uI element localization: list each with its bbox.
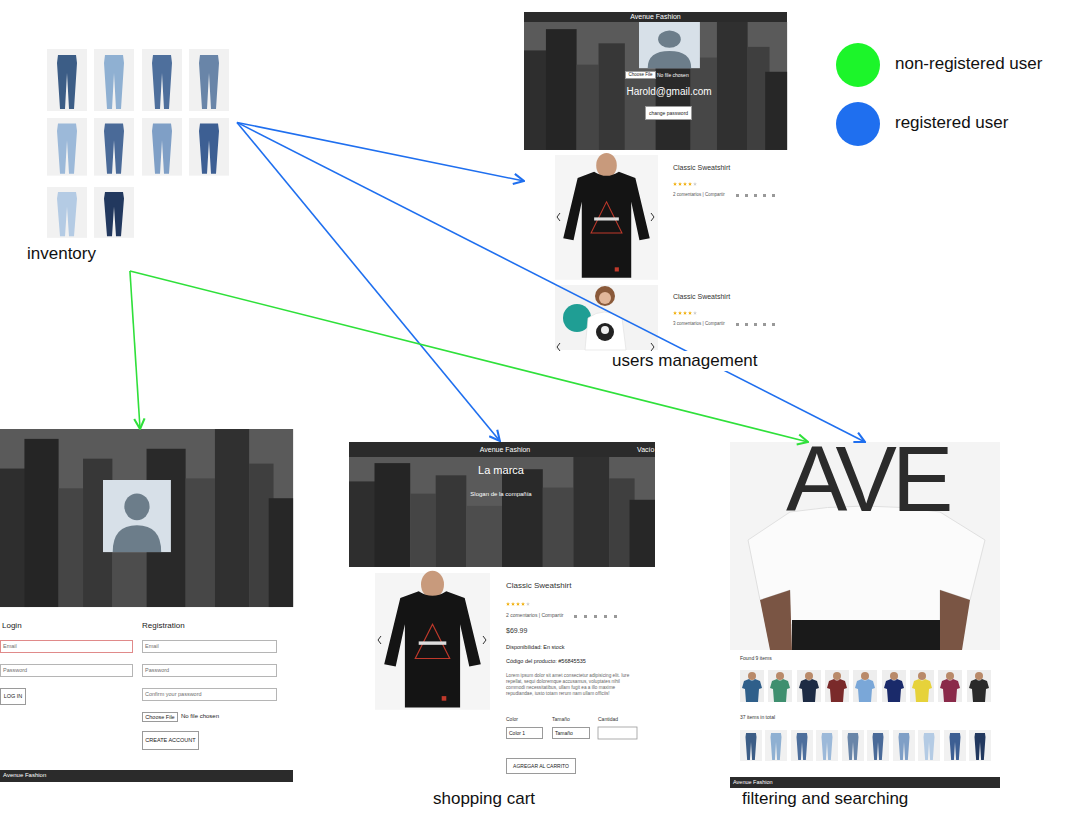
select-box: Tamaño — [552, 727, 590, 739]
node-text: Disponibilidad: En stock — [506, 644, 564, 651]
node-text: LOG IN — [4, 693, 23, 700]
node-text: Harold@gmail.com — [626, 86, 711, 98]
node-text: Found 9 items — [740, 655, 772, 661]
nav-bar: Avenue Fashion Vacío — [349, 442, 655, 457]
legend-swatch — [836, 102, 880, 146]
node-text: Slogan de la compañía — [470, 491, 531, 498]
input-box: Password — [142, 664, 277, 677]
flow-arrow — [237, 122, 524, 181]
node-text: CREATE ACCOUNT — [145, 737, 195, 744]
node-text: Avenue Fashion — [480, 446, 530, 454]
node-text: Login — [2, 621, 22, 631]
node-text: Cantidad — [598, 716, 618, 722]
node-text: Classic Sweatshirt — [673, 293, 730, 301]
screen-panel: Login Registration No file chosen EmailPass… — [0, 429, 293, 782]
node-text: 2 comentarios | Compartir — [673, 192, 725, 197]
node-text: No file chosen — [657, 72, 689, 78]
legend-swatch — [836, 43, 880, 87]
users-screen-art — [524, 22, 787, 351]
node-text: AVE — [786, 433, 948, 525]
flow-arrow — [237, 122, 865, 442]
node-text: Password — [145, 667, 169, 674]
screen-panel: inventory — [25, 37, 237, 271]
node-text: Avenue Fashion — [3, 772, 46, 779]
node-text: inventory — [27, 244, 96, 264]
node-text: Registration — [142, 621, 185, 631]
node-text: Email — [145, 643, 159, 650]
login-screen-art — [0, 429, 293, 607]
button-box: Choose File — [625, 71, 656, 79]
button-box: change password — [645, 106, 692, 120]
button-box: AGREGAR AL CARRITO — [506, 758, 576, 774]
button-box: LOG IN — [0, 688, 26, 705]
node-text: Color — [506, 716, 518, 722]
node-text: Tamaño — [555, 730, 573, 736]
node-text: No file chosen — [181, 713, 219, 720]
node-text: 2 comentarios | Compartir — [506, 612, 563, 618]
select-box: Color 1 — [506, 727, 543, 739]
node-text: 37 items in total — [740, 714, 775, 720]
nav-bar: Avenue Fashion — [0, 770, 293, 782]
node-text: Choose File — [145, 714, 174, 721]
flow-arrow — [130, 271, 140, 429]
node-text: Confirm your password — [145, 691, 202, 698]
node-text: Lorem ipsum dolor sit amet consectetur a… — [506, 673, 631, 697]
node-text: Classic Sweatshirt — [506, 581, 571, 591]
node-text: $69.99 — [506, 627, 527, 635]
nav-bar: Avenue Fashion — [730, 777, 1000, 788]
legend-text: registered user — [895, 113, 1008, 133]
node-text: Tamaño — [552, 716, 570, 722]
legend-text: non-registered user — [895, 54, 1042, 74]
node-text: Classic Sweatshirt — [673, 164, 730, 172]
node-text: Choose File — [628, 72, 652, 77]
screen-panel: filtering and searchingAVEFound 9 items3… — [730, 442, 1000, 812]
input-box: Email — [0, 640, 133, 653]
screen-panel: shopping cart La marcaSlogan de la compañ… — [349, 441, 655, 812]
node-text: Color 1 — [509, 730, 525, 736]
button-box: Choose File — [142, 712, 178, 722]
node-text: shopping cart — [433, 789, 535, 809]
node-text: Avenue Fashion — [733, 779, 773, 786]
button-box: CREATE ACCOUNT — [142, 731, 199, 750]
node-text: Password — [3, 667, 27, 674]
node-text: Email — [3, 643, 17, 650]
flow-arrow — [237, 122, 500, 441]
node-text: 3 comentarios | Compartir — [673, 321, 725, 326]
nav-bar: Avenue Fashion — [524, 12, 787, 22]
node-text: Avenue Fashion — [630, 13, 680, 21]
inventory-thumbnails — [47, 49, 229, 238]
node-text: change password — [649, 110, 688, 116]
node-text: users management — [610, 351, 760, 371]
input-box: Password — [0, 664, 133, 677]
node-text: Código del producto: #56845535 — [506, 658, 586, 665]
cart-screen-art — [349, 457, 655, 739]
node-text: La marca — [478, 464, 524, 477]
screen-panel: users management No file chosenHarold@gma… — [524, 12, 788, 374]
flow-arrow — [130, 271, 808, 442]
node-text: Vacío — [637, 446, 654, 454]
node-text: AGREGAR AL CARRITO — [513, 763, 569, 769]
node-text: filtering and searching — [742, 789, 908, 809]
input-box: Email — [142, 640, 277, 653]
input-box: Confirm your password — [142, 688, 277, 701]
